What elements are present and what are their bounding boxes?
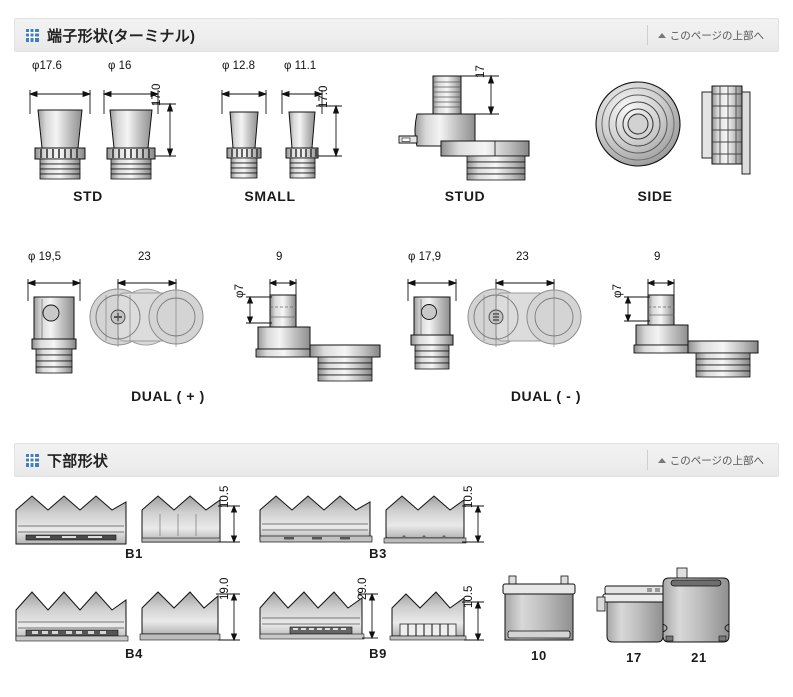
diagram-dual-minus: φ 17,9 23 9 φ7 DUAL ( - ) xyxy=(398,251,768,410)
caption-dual-plus: DUAL ( + ) xyxy=(131,388,205,404)
section-title-terminal: 端子形状(ターミナル) xyxy=(47,27,196,45)
dim-small-3: 17.0 xyxy=(318,85,330,108)
caption-b9: B9 xyxy=(369,646,387,661)
section-header-bottom: 下部形状 このページの上部へ xyxy=(14,443,779,477)
back-to-top-label: このページの上部へ xyxy=(669,29,764,42)
diagram-std: φ17.6 φ 16 17.0 STD xyxy=(18,60,193,207)
back-to-top-link-terminal[interactable]: このページの上部へ xyxy=(657,28,764,43)
diagram-dual-plus: φ 19,5 23 9 φ7 DUAL ( + ) xyxy=(18,251,381,410)
diagram-b3: 10.5 B3 xyxy=(258,486,498,562)
diagram-battery-21: 21 xyxy=(655,566,750,665)
grid-icon xyxy=(26,453,39,467)
diagram-b1: 10.5 B1 xyxy=(14,486,254,562)
caption-std: STD xyxy=(73,188,103,204)
dim-dualplus-3: 9 xyxy=(276,251,283,263)
caption-b1: B1 xyxy=(125,546,143,561)
section-header-right: このページの上部へ xyxy=(646,19,778,51)
dim-small-2: φ 11.1 xyxy=(284,60,317,72)
drawing-dual-plus xyxy=(26,279,381,382)
dim-std-2: φ 16 xyxy=(108,60,132,72)
caption-b4: B4 xyxy=(125,646,143,661)
divider xyxy=(646,25,648,45)
caption-dual-minus: DUAL ( - ) xyxy=(510,388,582,404)
drawing-b9 xyxy=(259,591,484,642)
diagram-b4: 19.0 B4 xyxy=(14,578,254,662)
dim-small-1: φ 12.8 xyxy=(222,60,256,72)
grid-icon xyxy=(26,28,39,42)
section-title-bottom: 下部形状 xyxy=(47,452,109,470)
drawing-side xyxy=(595,81,751,175)
caption-b3: B3 xyxy=(369,546,387,561)
diagram-stud: 17 STUD xyxy=(395,62,570,207)
caption-battery-17: 17 xyxy=(626,650,642,665)
drawing-b4 xyxy=(15,591,240,642)
diagram-battery-17: 17 xyxy=(595,578,680,665)
caption-stud: STUD xyxy=(444,188,486,204)
section-header-right: このページの上部へ xyxy=(646,444,778,476)
drawing-stud xyxy=(398,74,530,181)
section-header-terminal: 端子形状(ターミナル) このページの上部へ xyxy=(14,18,779,52)
dim-dualminus-3: 9 xyxy=(654,251,661,263)
drawing-std xyxy=(28,90,176,180)
dim-b4-1: 19.0 xyxy=(219,577,231,600)
triangle-up-icon xyxy=(657,32,666,38)
dim-b1-1: 10.5 xyxy=(219,485,231,508)
drawing-dual-minus xyxy=(406,279,759,378)
caption-side: SIDE xyxy=(637,188,673,204)
diagram-side: SIDE xyxy=(580,62,770,207)
drawing-battery-17 xyxy=(596,585,668,643)
drawing-battery-10 xyxy=(502,575,576,641)
dim-b9-1: 29.0 xyxy=(357,577,369,600)
dim-dualplus-4: φ7 xyxy=(234,284,246,298)
drawing-b3 xyxy=(259,495,484,544)
diagram-b9: 29.0 10.5 B9 xyxy=(258,578,498,662)
diagram-battery-10: 10 xyxy=(495,570,590,663)
caption-battery-10: 10 xyxy=(531,648,547,663)
dim-b9-2: 10.5 xyxy=(463,585,475,608)
dim-stud-1: 17 xyxy=(475,65,487,78)
back-to-top-label: このページの上部へ xyxy=(669,454,764,467)
dim-dualminus-1: φ 17,9 xyxy=(408,251,442,263)
caption-small: SMALL xyxy=(244,188,296,204)
dim-dualminus-4: φ7 xyxy=(612,284,624,298)
drawing-battery-21 xyxy=(662,567,730,643)
dim-dualminus-2: 23 xyxy=(516,251,529,263)
back-to-top-link-bottom[interactable]: このページの上部へ xyxy=(657,453,764,468)
divider xyxy=(646,450,648,470)
diagram-small: φ 12.8 φ 11.1 17.0 SMALL xyxy=(210,60,380,207)
dim-dualplus-1: φ 19,5 xyxy=(28,251,62,263)
triangle-up-icon xyxy=(657,457,666,463)
drawing-small xyxy=(220,90,342,179)
caption-battery-21: 21 xyxy=(691,650,707,665)
dim-b3-1: 10.5 xyxy=(463,485,475,508)
drawing-b1 xyxy=(15,495,240,545)
dim-std-1: φ17.6 xyxy=(32,60,62,72)
dim-std-3: 17.0 xyxy=(151,83,163,106)
dim-dualplus-2: 23 xyxy=(138,251,151,263)
